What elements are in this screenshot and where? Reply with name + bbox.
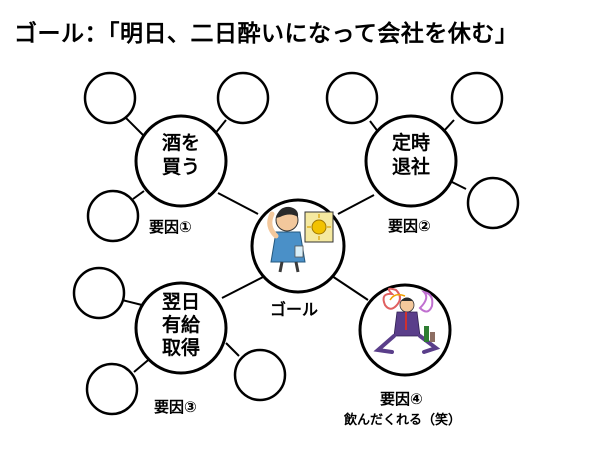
factor-2-line-2: 退社 xyxy=(391,155,430,178)
factor-node-3 xyxy=(134,281,228,375)
factor-node-2 xyxy=(364,114,458,208)
sub-nodes xyxy=(72,71,520,416)
factor-3-label: 要因③ xyxy=(154,398,197,416)
factor-1-label: 要因① xyxy=(149,218,192,236)
factor-2-label: 要因② xyxy=(388,217,431,235)
connector-center-factor1 xyxy=(217,192,259,215)
factor-2-line-1: 定時 xyxy=(391,132,430,154)
sub-node-f2-2 xyxy=(450,71,504,125)
sub-node-f1-3 xyxy=(86,189,140,243)
factor-4-label: 要因④ xyxy=(380,390,423,408)
connector-center-factor2 xyxy=(337,194,375,215)
factor-1-line-1: 酒を xyxy=(161,132,200,154)
factor-3-line-2: 有給 xyxy=(161,313,200,336)
sub-node-f3-3 xyxy=(85,362,139,416)
sub-node-f3-2 xyxy=(233,348,287,402)
factor-3-line-3: 取得 xyxy=(161,336,200,359)
sub-node-f2-1 xyxy=(325,71,379,125)
sub-node-f1-2 xyxy=(216,71,270,125)
connector-center-factor3 xyxy=(221,275,266,299)
factor-1-text: 酒を 買う xyxy=(147,132,215,180)
connector-f3-sub2 xyxy=(225,342,240,357)
sub-node-f2-3 xyxy=(466,176,520,230)
factor-3-text: 翌日 有給 取得 xyxy=(147,291,215,359)
drunk-businessman-icon xyxy=(373,287,441,354)
page-title: ゴール：「明日、二日酔いになって会社を休む」 xyxy=(14,21,519,47)
factor-1-line-2: 買う xyxy=(161,155,200,178)
factor-node-1 xyxy=(134,114,228,208)
connector-center-factor4 xyxy=(331,275,369,301)
factor-4-sublabel: 飲んだくれる（笑） xyxy=(344,413,462,428)
sub-node-f3-1 xyxy=(72,266,126,320)
factor-2-text: 定時 退社 xyxy=(377,132,445,180)
connector-f1-sub3 xyxy=(132,190,145,200)
factor-3-line-1: 翌日 xyxy=(161,291,200,313)
connector-f1-sub1 xyxy=(124,116,147,139)
hungover-person-icon xyxy=(267,206,334,273)
sub-node-f1-1 xyxy=(83,71,137,125)
goal-label: ゴール xyxy=(270,300,319,319)
